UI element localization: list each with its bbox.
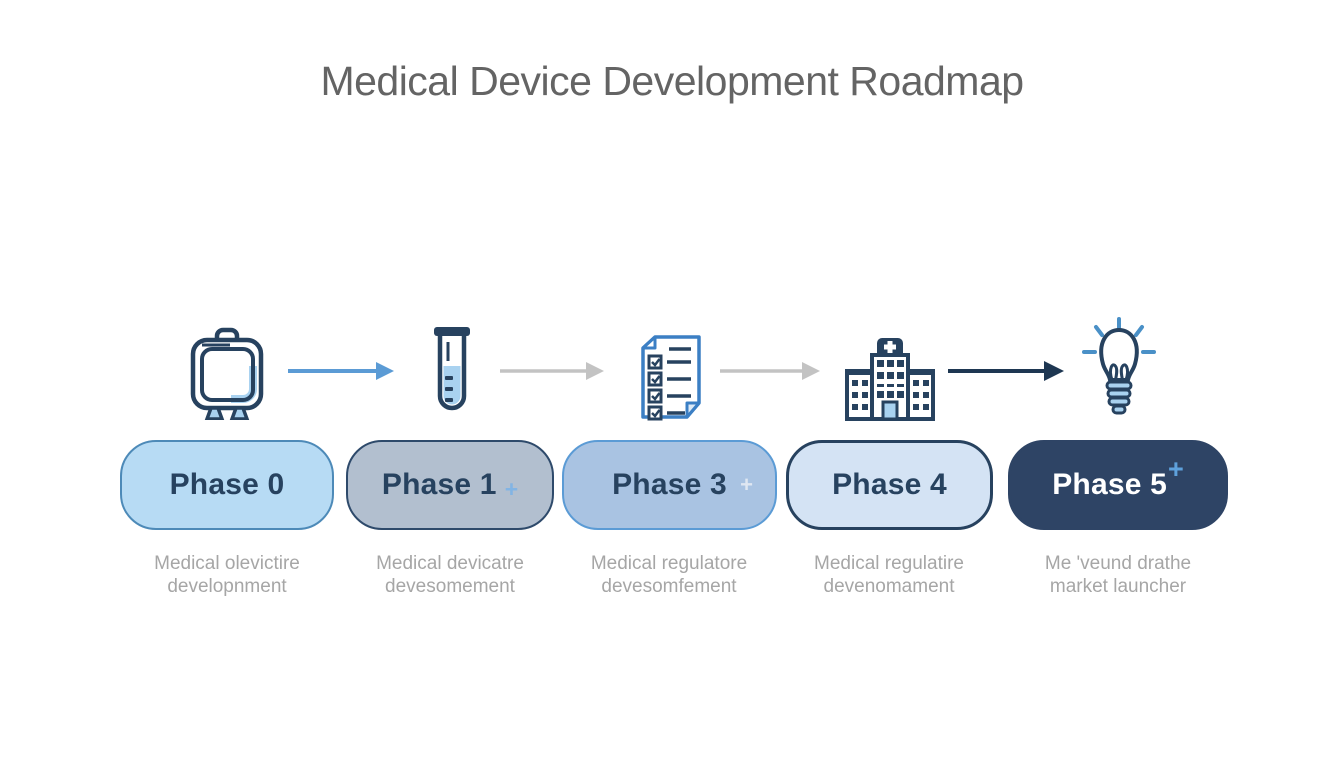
hospital-icon [845,331,935,426]
phase-description-0: Medical olevictire developnment [107,552,347,598]
description-line: market launcher [1049,576,1187,597]
phase-description-4: Me 'veund drathe market launcher [998,552,1238,598]
phase-label: Phase 5 [1052,468,1168,501]
phase-box-4: Phase 5 + [1008,440,1228,530]
description-line: Medical regulatore [590,553,748,574]
phase-label: Phase 1 [381,468,497,501]
page-title: Medical Device Development Roadmap [320,58,1024,104]
description-line: Medical olevictire [154,553,300,574]
arrow-right-icon [948,359,1064,388]
arrow-right-icon [500,359,604,388]
description-line: Medical devicatre [376,553,524,574]
lightbulb-icon [1081,316,1157,421]
phase-box-1: Phase 1 + [346,440,554,530]
description-line: Medical regulatire [814,553,964,574]
phase-box-3: Phase 4 [786,440,993,530]
phase-label: Phase 4 [832,468,947,501]
arrow-right-icon [720,359,820,388]
phase-label: Phase 3 [612,468,727,501]
checklist-document-icon [635,333,705,426]
plus-mark: + [504,475,519,502]
phase-box-0: Phase 0 [120,440,334,530]
plus-mark: + [740,472,753,497]
description-line: devesomement [385,576,515,597]
description-line: Me 'veund drathe [1044,553,1192,574]
description-line: devenomament [823,576,955,597]
description-line: devesomfement [601,576,737,597]
phase-description-1: Medical devicatre devesomement [330,552,570,598]
plus-mark: + [1168,453,1184,484]
arrow-right-icon [288,359,394,388]
phase-description-2: Medical regulatore devesomfement [549,552,789,598]
phase-box-2: Phase 3 + [562,440,777,530]
description-line: developnment [167,576,287,597]
phase-label: Phase 0 [169,468,285,501]
phase-description-3: Medical regulatire devenomament [769,552,1009,598]
equipment-case-icon [185,324,269,425]
test-tube-icon [428,324,476,423]
